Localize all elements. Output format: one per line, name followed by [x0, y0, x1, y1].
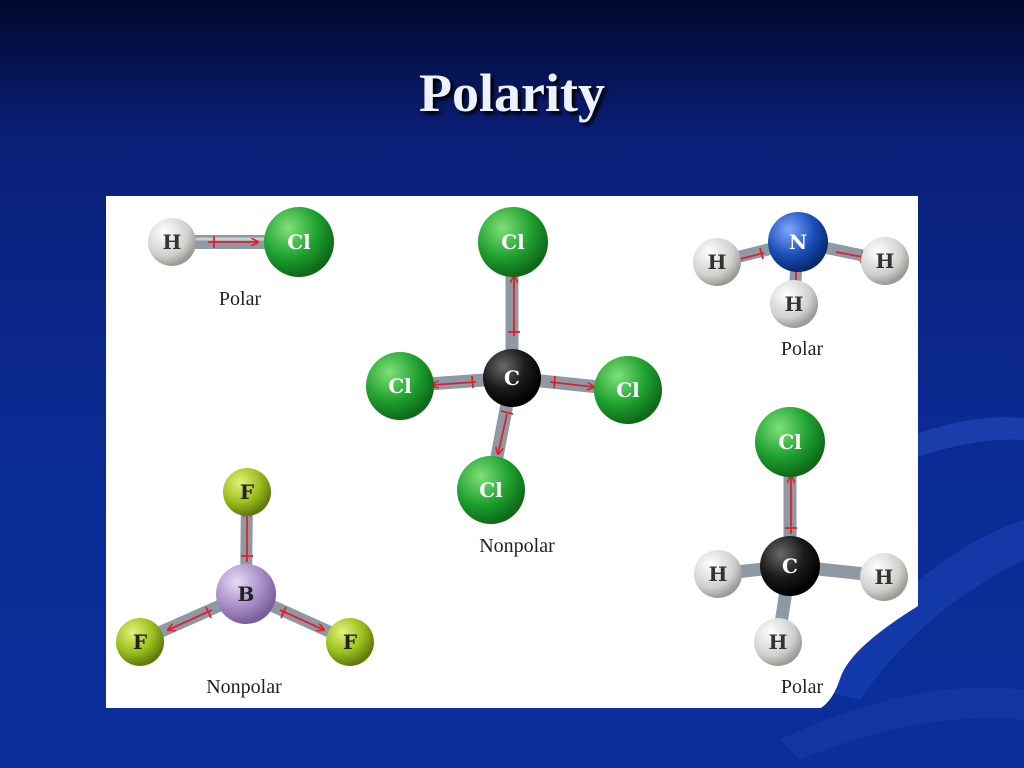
molecule-bf3: F F F B Nonpolar: [116, 468, 374, 698]
molecule-hcl: H Cl Polar: [148, 207, 334, 310]
atom-n: N: [768, 212, 828, 272]
svg-text:F: F: [133, 630, 147, 654]
molecule-panel: H Cl Polar Cl: [106, 196, 918, 708]
caption-nonpolar: Nonpolar: [206, 676, 282, 698]
atom-b: B: [216, 564, 276, 624]
svg-text:Cl: Cl: [501, 230, 525, 254]
svg-text:H: H: [709, 562, 728, 586]
atom-h: H: [693, 238, 741, 286]
molecule-nh3: H H N H Polar: [693, 212, 909, 360]
svg-text:B: B: [238, 582, 255, 606]
molecule-ch3cl: Cl H H C H Polar: [694, 407, 908, 698]
atom-h: H: [770, 280, 818, 328]
slide-title: Polarity: [419, 63, 605, 123]
svg-text:H: H: [785, 292, 804, 316]
svg-text:Cl: Cl: [778, 430, 802, 454]
svg-text:H: H: [875, 565, 894, 589]
dipole-arrows: [168, 510, 324, 630]
atom-cl: Cl: [264, 207, 334, 277]
atom-h: H: [860, 553, 908, 601]
caption-nonpolar: Nonpolar: [479, 535, 555, 557]
caption-polar: Polar: [781, 676, 824, 698]
atom-f: F: [116, 618, 164, 666]
svg-text:Cl: Cl: [616, 378, 640, 402]
atom-cl: Cl: [366, 352, 434, 420]
dipole-arrows: [432, 276, 594, 454]
atom-cl: Cl: [457, 456, 525, 524]
atom-c: C: [760, 536, 820, 596]
atom-cl: Cl: [755, 407, 825, 477]
svg-text:F: F: [240, 480, 254, 504]
svg-text:N: N: [789, 230, 807, 254]
atom-f: F: [223, 468, 271, 516]
svg-text:H: H: [876, 249, 895, 273]
atom-c: C: [483, 349, 541, 407]
dipole-arrow: [785, 476, 797, 534]
svg-text:Cl: Cl: [388, 374, 412, 398]
svg-text:C: C: [782, 554, 798, 578]
atom-h: H: [861, 237, 909, 285]
atom-f: F: [326, 618, 374, 666]
caption-polar: Polar: [219, 288, 262, 310]
svg-text:Cl: Cl: [479, 478, 503, 502]
atom-h: H: [694, 550, 742, 598]
svg-text:C: C: [504, 366, 520, 390]
molecule-ccl4: Cl Cl Cl C Cl Nonpolar: [366, 207, 662, 557]
atom-cl: Cl: [478, 207, 548, 277]
atom-cl: Cl: [594, 356, 662, 424]
atom-label: H: [163, 230, 182, 254]
svg-text:F: F: [343, 630, 357, 654]
atom-h: H: [148, 218, 196, 266]
dipole-arrow: [208, 236, 258, 248]
atom-label: Cl: [287, 230, 311, 254]
svg-text:H: H: [769, 630, 788, 654]
caption-polar: Polar: [781, 338, 824, 360]
atom-h: H: [754, 618, 802, 666]
svg-text:H: H: [708, 250, 727, 274]
